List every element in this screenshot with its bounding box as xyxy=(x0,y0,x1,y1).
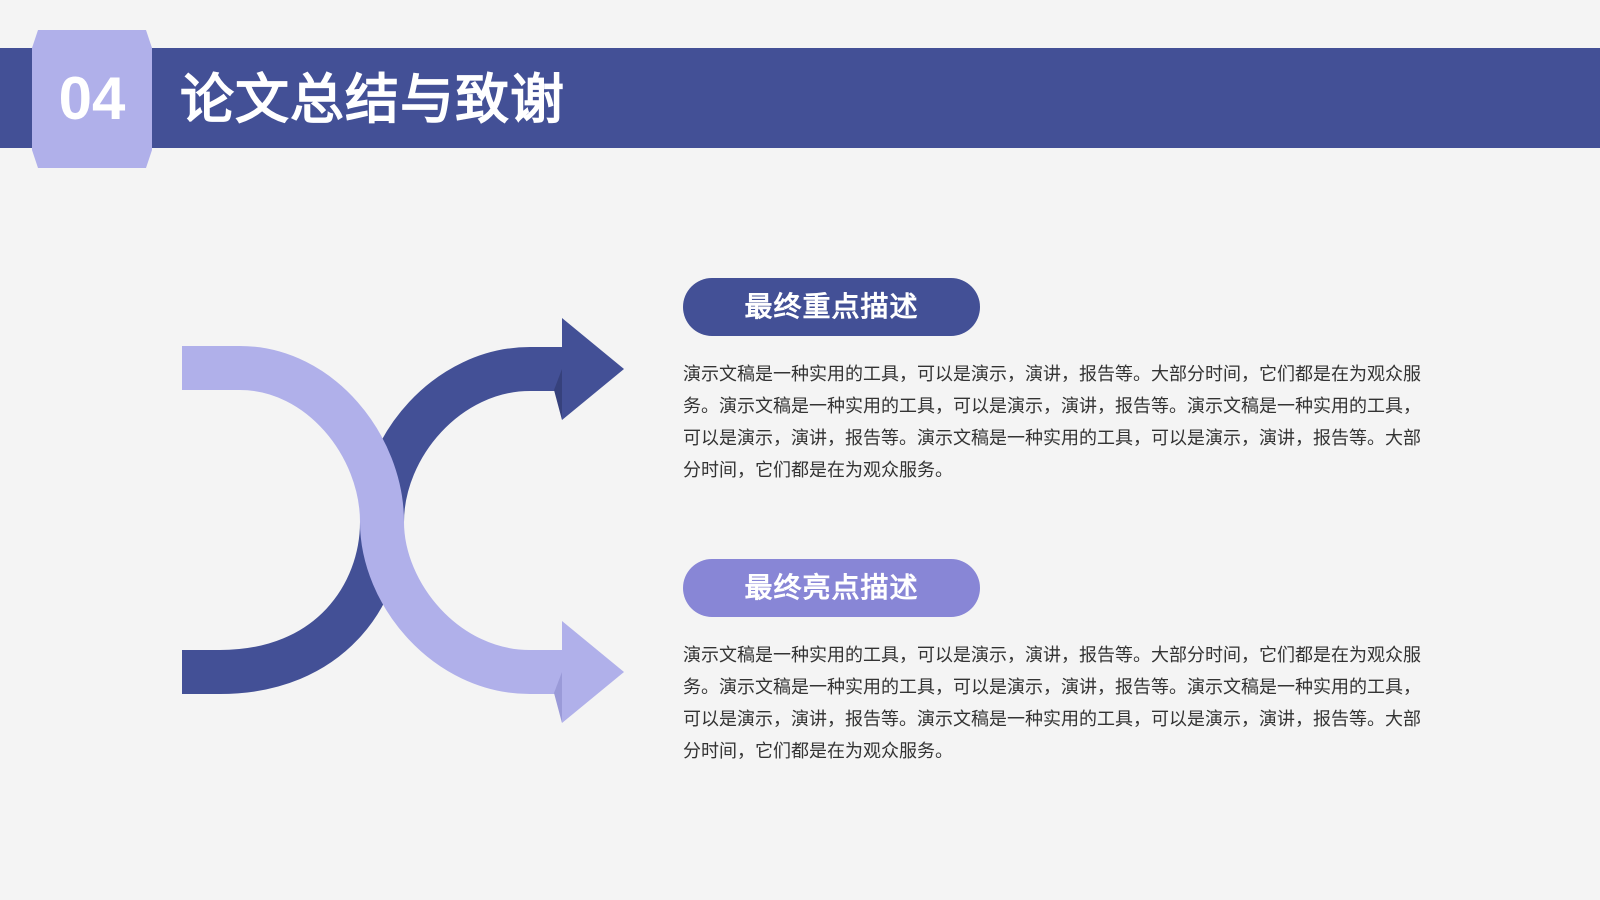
light-arrow-head xyxy=(562,621,624,723)
title-banner xyxy=(0,48,1600,148)
section-number-badge: 04 xyxy=(32,30,152,168)
heading-pill-highlights: 最终亮点描述 xyxy=(683,559,980,617)
dark-arrow-head xyxy=(562,318,624,420)
description-key-points: 演示文稿是一种实用的工具，可以是演示，演讲，报告等。大部分时间，它们都是在为观众… xyxy=(683,364,1421,481)
description-highlights: 演示文稿是一种实用的工具，可以是演示，演讲，报告等。大部分时间，它们都是在为观众… xyxy=(683,645,1421,762)
light-arrow-curve xyxy=(182,346,562,694)
heading-pill-key-points: 最终重点描述 xyxy=(683,278,980,336)
page-title: 论文总结与致谢 xyxy=(180,68,565,131)
section-number: 04 xyxy=(58,65,126,132)
